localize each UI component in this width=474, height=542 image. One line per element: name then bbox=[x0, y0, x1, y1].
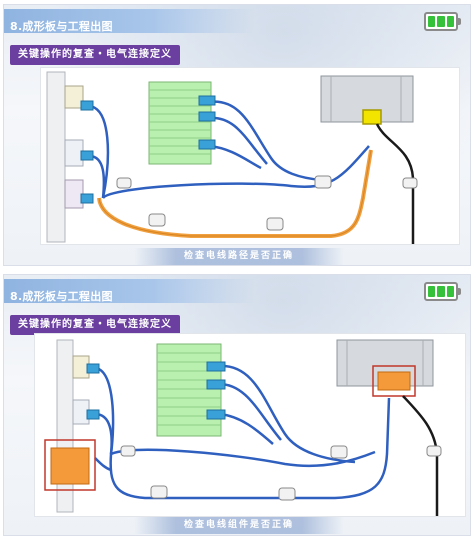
left-connector-block bbox=[64, 85, 84, 109]
relay-block bbox=[148, 81, 212, 165]
battery-cell bbox=[446, 16, 454, 27]
relay-connectors bbox=[80, 95, 216, 204]
highlight-box-right bbox=[372, 365, 416, 397]
harness-drawing bbox=[44, 339, 442, 516]
section-title-bar: 8.成形板与工程出图 bbox=[4, 9, 254, 33]
harness-clips bbox=[116, 175, 418, 231]
slide-2: 8.成形板与工程出图 关键操作的复查・电气连接定义 bbox=[3, 274, 471, 536]
subtitle-label: 关键操作的复查・电气连接定义 bbox=[10, 315, 180, 335]
relay-connectors bbox=[86, 361, 226, 420]
battery-cell bbox=[428, 16, 436, 27]
highlighted-wire-outline bbox=[98, 149, 372, 237]
highlighted-connector bbox=[362, 109, 382, 125]
slide-1: 8.成形板与工程出图 关键操作的复查・电气连接定义 bbox=[3, 4, 471, 266]
cad-drawing-wire-path bbox=[40, 67, 460, 245]
left-connector-block bbox=[64, 179, 84, 209]
blue-harness bbox=[94, 364, 391, 500]
battery-cell bbox=[437, 16, 445, 27]
highlighted-component-left bbox=[50, 447, 90, 485]
battery-icon bbox=[424, 282, 461, 301]
section-title: 8.成形板与工程出图 bbox=[10, 290, 113, 303]
section-title: 8.成形板与工程出图 bbox=[10, 20, 113, 33]
highlighted-wire-path bbox=[97, 149, 373, 238]
harness-clips bbox=[120, 445, 442, 501]
caption-label: 检查电线组件是否正确 bbox=[134, 517, 344, 534]
section-title-bar: 8.成形板与工程出图 bbox=[4, 279, 254, 303]
battery-cell bbox=[428, 286, 436, 297]
left-rail bbox=[56, 339, 74, 513]
left-rail bbox=[46, 71, 66, 243]
relay-block bbox=[156, 343, 222, 437]
battery-cell bbox=[437, 286, 445, 297]
highlighted-component-right bbox=[377, 371, 411, 391]
blue-harness bbox=[88, 100, 370, 199]
subtitle-label: 关键操作的复查・电气连接定义 bbox=[10, 45, 180, 65]
left-connector-block bbox=[64, 139, 84, 167]
battery-cell bbox=[446, 286, 454, 297]
caption-label: 检查电线路径是否正确 bbox=[134, 248, 344, 265]
highlight-box-left bbox=[44, 439, 96, 491]
cad-drawing-wire-components bbox=[34, 333, 466, 517]
harness-drawing bbox=[46, 71, 418, 244]
battery-icon bbox=[424, 12, 461, 31]
